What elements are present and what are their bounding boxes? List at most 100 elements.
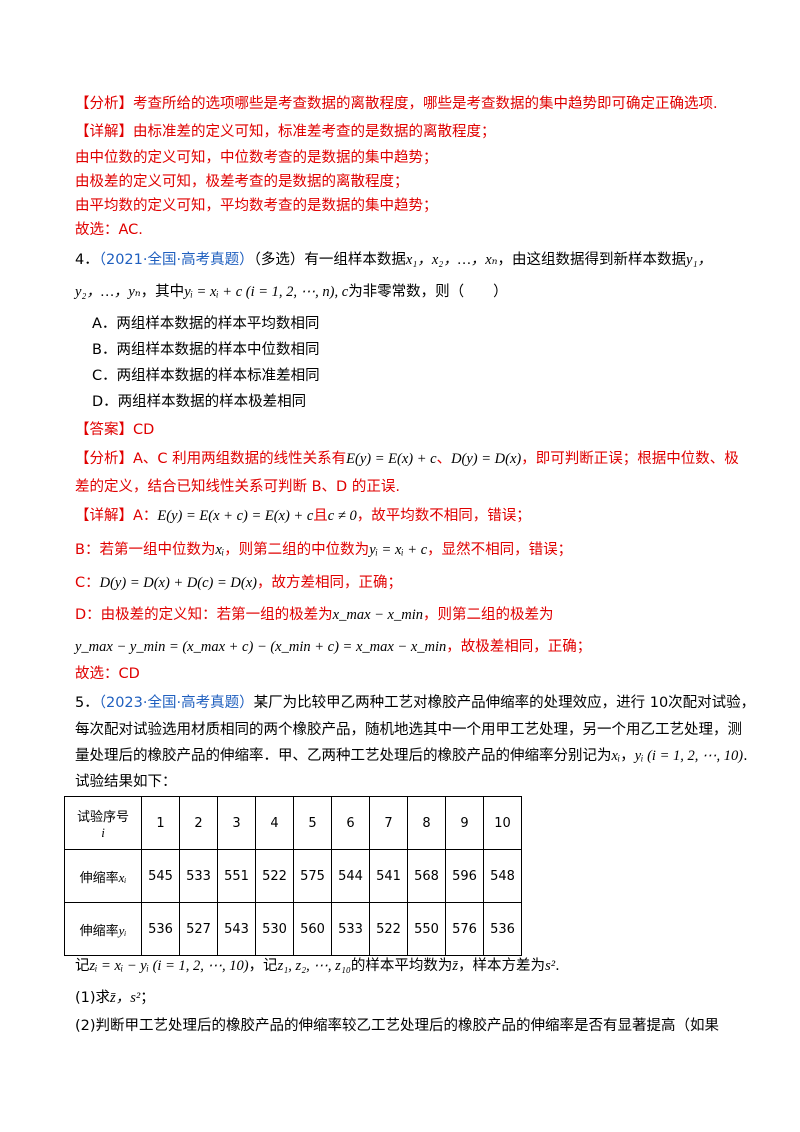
q5-note-m2: z₁, z₂, ⋯, z₁₀ xyxy=(277,958,351,974)
q4-b-c: ，显然不相同，错误； xyxy=(427,542,573,558)
row-x-header: 伸缩率xᵢ xyxy=(64,849,142,903)
q4-detail-b: 且 xyxy=(313,508,328,524)
index-cell: 9 xyxy=(445,796,484,850)
q5-number: 5． xyxy=(75,695,99,711)
q4-option-b: B．两组样本数据的样本中位数相同 xyxy=(92,342,320,358)
results-table: 试验序号 i 1 2 3 4 5 6 7 8 9 10 伸缩率xᵢ 545 53… xyxy=(64,796,522,956)
q4-detail-d-line2: y_max − y_min = (x_max + c) − (x_min + c… xyxy=(75,637,591,657)
q4-d-b: ，则第二组的极差为 xyxy=(423,607,554,623)
index-cell: 8 xyxy=(407,796,446,850)
index-cell: 7 xyxy=(369,796,408,850)
y-cell: 530 xyxy=(255,902,294,956)
index-cell: 5 xyxy=(293,796,332,850)
q4-d-a: D：由极差的定义知：若第一组的极差为 xyxy=(75,607,333,623)
q5-note-line: 记zᵢ = xᵢ − yᵢ (i = 1, 2, ⋯, 10)，记z₁, z₂,… xyxy=(75,956,560,976)
q5-part1-b: ； xyxy=(140,990,155,1006)
q5-stem-3a: 量处理后的橡胶产品的伸缩率．甲、乙两种工艺处理后的橡胶产品的伸缩率分别记为 xyxy=(75,748,612,764)
row-y-var: yᵢ xyxy=(118,922,127,938)
q5-stem-line3: 量处理后的橡胶产品的伸缩率．甲、乙两种工艺处理后的橡胶产品的伸缩率分别记为xᵢ，… xyxy=(75,746,748,766)
q4-c-m: D(y) = D(x) + D(c) = D(x) xyxy=(99,575,257,591)
q4-detail-m1: E(y) = E(x + c) = E(x) + c xyxy=(157,508,314,524)
q5-source: （2023·全国·高考真题） xyxy=(98,695,254,711)
q5-part1-m: z̄，s² xyxy=(110,990,141,1006)
q5-stem-1: 某厂为比较甲乙两种工艺对橡胶产品伸缩率的处理效应，进行 10次配对试验， xyxy=(253,695,756,711)
index-cell: 4 xyxy=(255,796,294,850)
q4-stem-a: （多选）有一组样本数据 xyxy=(253,252,406,268)
detail-range: 由极差的定义可知，极差考查的是数据的离散程度； xyxy=(75,174,409,190)
x-cell: 551 xyxy=(217,849,256,903)
q4-detail-a: 【详解】A： xyxy=(75,508,158,524)
q4-stem-d: 为非零常数，则（ ） xyxy=(348,284,508,300)
q5-note-b: ，记 xyxy=(248,958,278,974)
q5-stem-line1: 5．（2023·全国·高考真题）某厂为比较甲乙两种工艺对橡胶产品伸缩率的处理效应… xyxy=(75,693,755,713)
x-cell: 568 xyxy=(407,849,446,903)
choice-ac: 故选：AC. xyxy=(75,222,143,238)
detail-mean: 由平均数的定义可知，平均数考查的是数据的集中趋势； xyxy=(75,198,438,214)
q5-stem-4: 试验结果如下： xyxy=(75,774,177,790)
row-x-label: 伸缩率 xyxy=(79,870,119,886)
x-cell: 548 xyxy=(483,849,522,903)
q4-math-y1: y₁， xyxy=(686,252,713,268)
y-cell: 536 xyxy=(483,902,522,956)
q4-c-b: ，故方差相同，正确； xyxy=(257,575,402,591)
q5-note-e: . xyxy=(555,958,560,974)
q5-note-m3: z̄ xyxy=(452,958,459,974)
q4-option-a: A．两组样本数据的样本平均数相同 xyxy=(92,316,320,332)
table-row-x: 伸缩率xᵢ 545 533 551 522 575 544 541 568 59… xyxy=(64,849,522,903)
q5-note-m1: zᵢ = xᵢ − yᵢ (i = 1, 2, ⋯, 10) xyxy=(89,958,249,974)
q4-analysis-c: ，即可判断正误；根据中位数、极 xyxy=(521,451,739,467)
q4-analysis-line1: 【分析】A、C 利用两组数据的线性关系有E(y) = E(x) + c、D(y)… xyxy=(75,449,739,469)
q4-stem-c: ，其中 xyxy=(140,284,185,300)
table-row-index: 试验序号 i 1 2 3 4 5 6 7 8 9 10 xyxy=(64,796,522,850)
q5-part1: (1)求z̄，s²； xyxy=(75,988,155,1008)
q4-c-a: C： xyxy=(75,575,100,591)
q4-detail-m2: c ≠ 0 xyxy=(327,508,357,524)
q5-stem-2: 每次配对试验选用材质相同的两个橡胶产品，随机地选其中一个用甲工艺处理，另一个用乙… xyxy=(75,722,742,738)
y-cell: 522 xyxy=(369,902,408,956)
q4-stem-b: ，由这组数据得到新样本数据 xyxy=(497,252,687,268)
q4-analysis-m2: D(y) = D(x) xyxy=(451,451,522,467)
x-cell: 596 xyxy=(445,849,484,903)
q4-option-d: D．两组样本数据的样本极差相同 xyxy=(92,394,307,410)
x-cell: 533 xyxy=(179,849,218,903)
q4-option-c: C．两组样本数据的样本标准差相同 xyxy=(92,368,320,384)
index-cell: 10 xyxy=(483,796,522,850)
y-cell: 550 xyxy=(407,902,446,956)
q4-analysis-a: 【分析】A、C 利用两组数据的线性关系有 xyxy=(75,451,347,467)
detail-median: 由中位数的定义可知，中位数考查的是数据的集中趋势； xyxy=(75,150,438,166)
q5-note-d: ，样本方差为 xyxy=(458,958,546,974)
header-label: 试验序号 xyxy=(76,809,129,825)
analysis-text: 【分析】考查所给的选项哪些是考查数据的离散程度，哪些是考查数据的集中趋势即可确定… xyxy=(75,96,718,112)
y-cell: 543 xyxy=(217,902,256,956)
q5-stem-3m2: yᵢ (i = 1, 2, ⋯, 10) xyxy=(634,748,744,764)
x-cell: 541 xyxy=(369,849,408,903)
q4-analysis-b: 、 xyxy=(436,451,452,467)
q4-b-b: ，则第二组的中位数为 xyxy=(224,542,370,558)
x-cell: 545 xyxy=(141,849,180,903)
q4-d-m1: x_max − x_min xyxy=(332,607,423,623)
header-cell: 试验序号 i xyxy=(64,796,142,850)
y-cell: 536 xyxy=(141,902,180,956)
q4-choice: 故选：CD xyxy=(75,666,140,682)
index-cell: 1 xyxy=(141,796,180,850)
q4-analysis-d: 差的定义，结合已知线性关系可判断 B、D 的正误. xyxy=(75,479,400,495)
q4-d-m2: y_max − y_min = (x_max + c) − (x_min + c… xyxy=(75,639,447,655)
header-sub: i xyxy=(101,824,105,840)
index-cell: 3 xyxy=(217,796,256,850)
q4-math-x2: ，x₂，…，xₙ xyxy=(417,252,498,268)
q4-number: 4． xyxy=(75,252,99,268)
q4-d-c: ，故极差相同，正确； xyxy=(446,639,592,655)
q4-source: （2021·全国·高考真题） xyxy=(98,252,254,268)
q4-detail-c: ，故平均数不相同，错误； xyxy=(356,508,531,524)
row-y-label: 伸缩率 xyxy=(79,923,119,939)
y-cell: 527 xyxy=(179,902,218,956)
q5-stem-3c: . xyxy=(743,748,748,764)
q4-stem-line2: y₂，…，yₙ，其中yᵢ = xᵢ + c (i = 1, 2, ⋯, n), … xyxy=(75,282,508,302)
q5-note-a: 记 xyxy=(75,958,90,974)
q5-part2: (2)判断甲工艺处理后的橡胶产品的伸缩率较乙工艺处理后的橡胶产品的伸缩率是否有显… xyxy=(75,1018,720,1034)
q4-b-m1: xᵢ xyxy=(215,542,225,558)
q4-detail-d-line: D：由极差的定义知：若第一组的极差为x_max − x_min，则第二组的极差为 xyxy=(75,605,554,625)
q5-stem-3b: ， xyxy=(620,748,635,764)
q5-note-c: 的样本平均数为 xyxy=(350,958,453,974)
q5-note-m4: s² xyxy=(545,958,556,974)
